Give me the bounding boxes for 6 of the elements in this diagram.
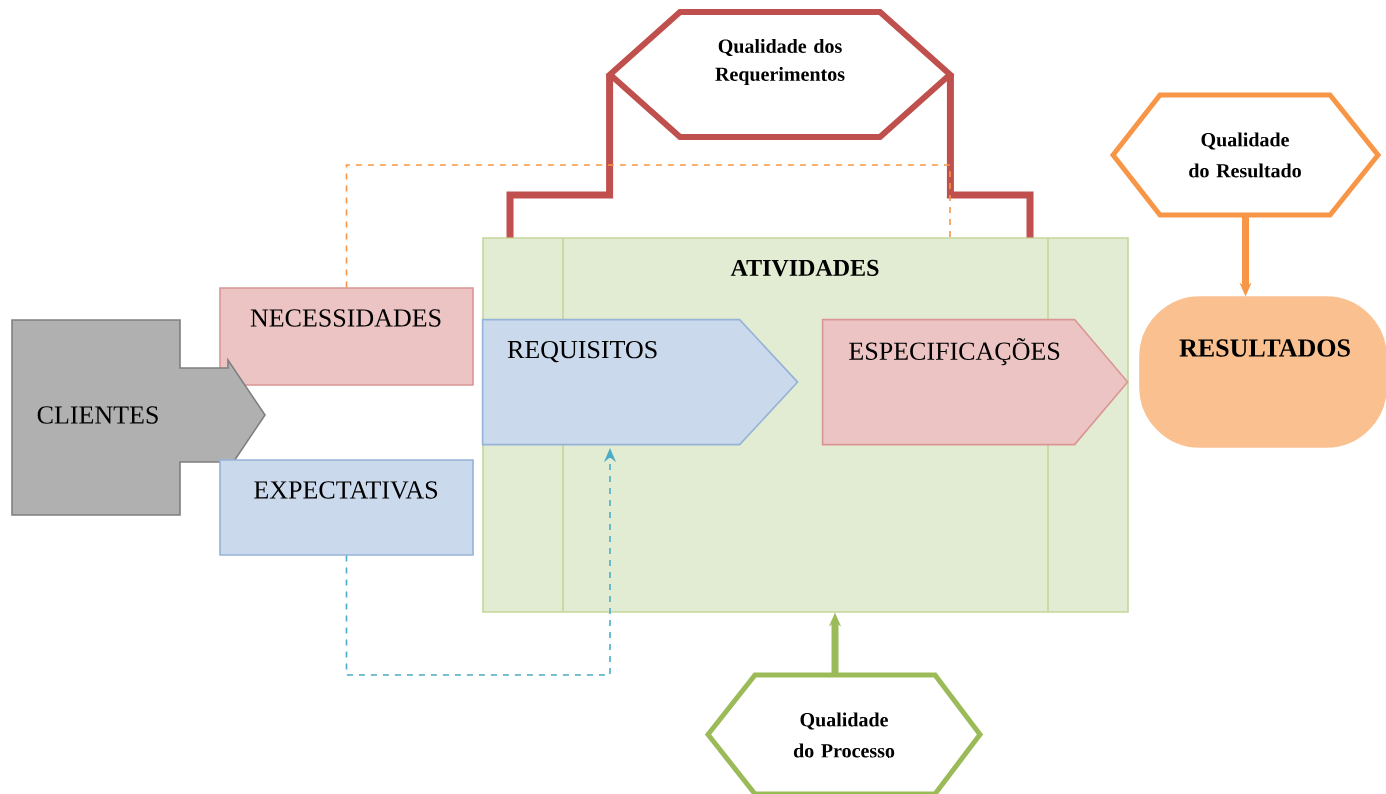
- pentagon-box: REQUISITOS: [481, 318, 799, 446]
- result-box: RESULTADOS: [1139, 296, 1386, 448]
- process-box: EXPECTATIVAS: [219, 459, 474, 556]
- pentagon-box: ESPECIFICAÇÕES: [821, 318, 1129, 446]
- process-box: NECESSIDADES: [219, 287, 474, 386]
- connector: [345, 164, 951, 289]
